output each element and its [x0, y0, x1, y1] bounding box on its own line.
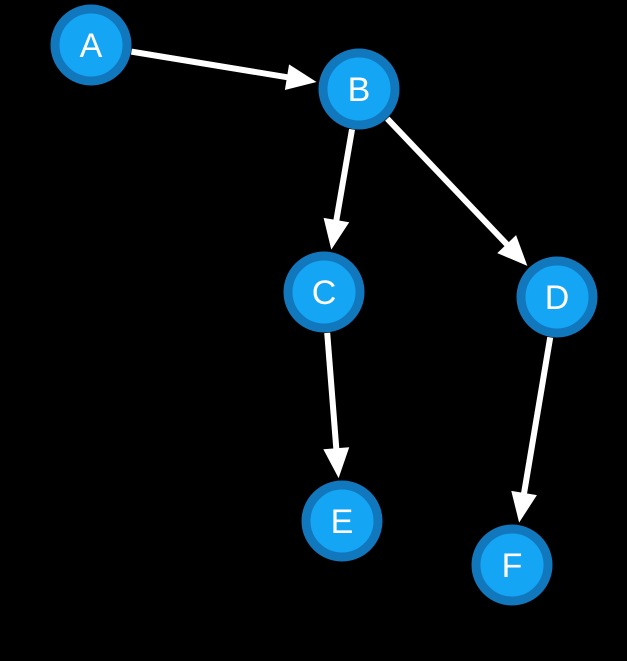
graph-node-d[interactable]: D [516, 256, 598, 338]
graph-node-b[interactable]: B [318, 48, 400, 130]
node-circle[interactable] [301, 480, 383, 562]
edge-b-to-c[interactable] [323, 128, 355, 250]
edge-line [332, 128, 355, 224]
edge-layer [130, 48, 554, 523]
node-label: A [80, 27, 103, 65]
edge-line [324, 332, 340, 452]
edge-line [385, 116, 511, 249]
node-circle[interactable] [318, 48, 400, 130]
arrow-head-icon [323, 447, 350, 479]
arrow-head-icon [284, 64, 317, 90]
arrow-head-icon [323, 217, 350, 250]
node-label: F [502, 547, 523, 585]
edge-a-to-b[interactable] [130, 48, 317, 90]
graph-node-c[interactable]: C [283, 251, 365, 333]
node-label: B [348, 71, 371, 109]
node-label: E [331, 503, 354, 541]
edge-line [130, 48, 291, 81]
node-label: D [545, 279, 570, 317]
node-circle[interactable] [283, 251, 365, 333]
node-circle[interactable] [471, 524, 553, 606]
graph-node-f[interactable]: F [471, 524, 553, 606]
edge-line [520, 336, 554, 497]
arrow-head-icon [511, 490, 537, 523]
edge-b-to-d[interactable] [385, 116, 528, 266]
edge-c-to-e[interactable] [323, 332, 350, 479]
node-label: C [312, 274, 337, 312]
node-circle[interactable] [516, 256, 598, 338]
arrow-head-icon [497, 235, 528, 266]
edge-d-to-f[interactable] [511, 336, 554, 523]
node-layer: A B C D E F [50, 4, 598, 606]
graph-node-a[interactable]: A [50, 4, 132, 86]
node-circle[interactable] [50, 4, 132, 86]
graph-node-e[interactable]: E [301, 480, 383, 562]
